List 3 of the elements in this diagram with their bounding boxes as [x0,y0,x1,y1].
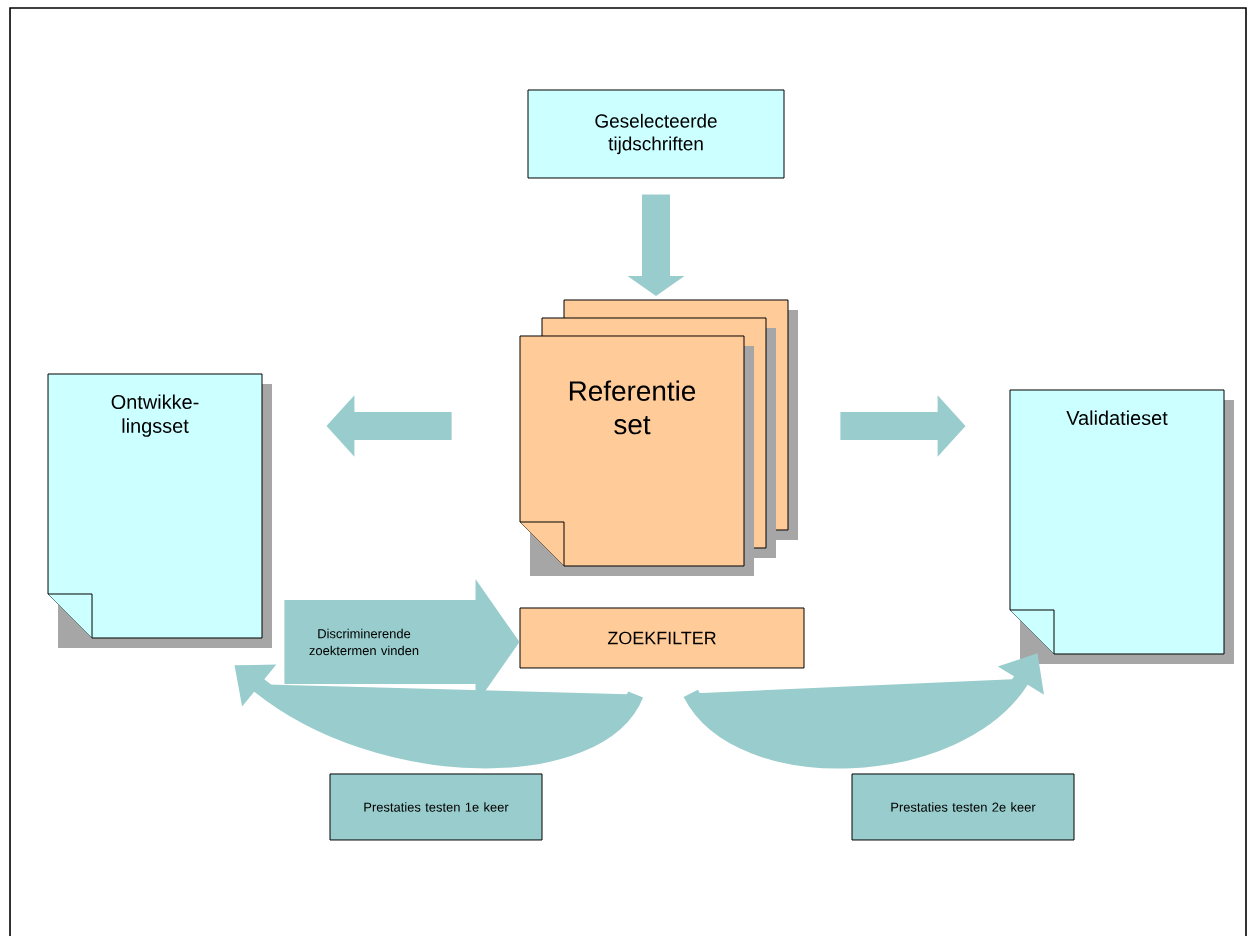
text-box: ZOEKFILTER [519,607,805,669]
text-box: Geselecteerde tijdschriften [527,89,785,179]
document-stack: Referentie set [519,299,798,576]
